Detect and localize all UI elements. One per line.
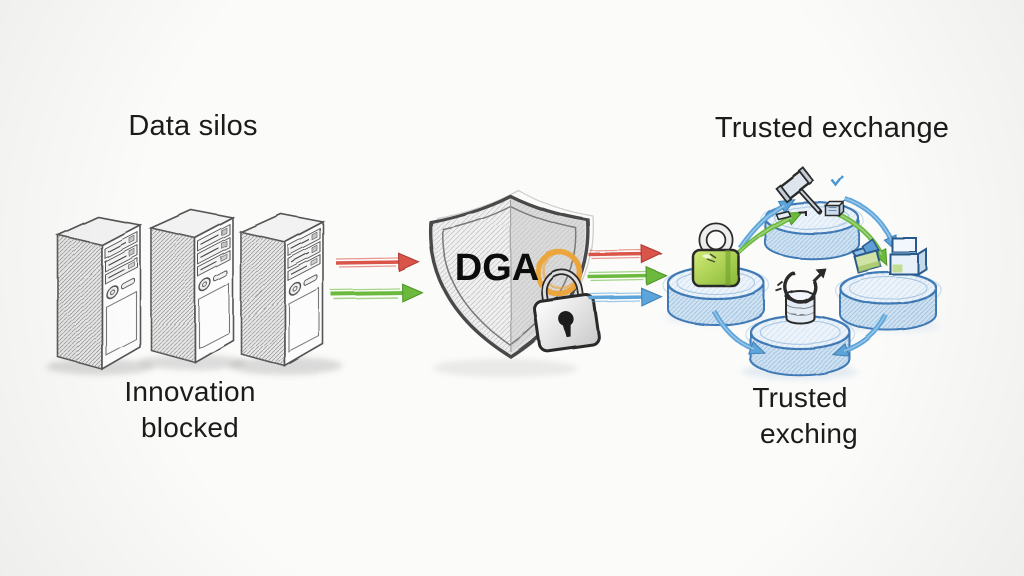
server-tower-icon	[240, 213, 324, 367]
data-silos-label: Data silos	[128, 110, 258, 142]
green-padlock-icon	[691, 222, 741, 288]
gavel-icon	[774, 166, 846, 220]
innovation-blocked-line2: blocked	[141, 412, 239, 443]
arrow-blue-right-to-bottom	[844, 313, 889, 351]
platform-data-service	[744, 314, 856, 377]
arrow-blue-left-to-bottom	[711, 309, 754, 349]
platform-data-products	[833, 270, 943, 332]
server-towers-icon	[46, 209, 343, 375]
trusted-exching-line2: exching	[760, 418, 858, 449]
orange-ring-icon	[535, 249, 583, 297]
trusted-exching-line1: Trusted	[752, 382, 848, 413]
open-boxes-icon	[850, 237, 927, 276]
innovation-blocked-label: Innovation blocked	[75, 374, 305, 446]
arrow-green-silos-to-shield	[329, 289, 406, 299]
trusted-exching-label: Trusted exching	[690, 380, 910, 452]
server-tower-icon	[57, 216, 141, 370]
arrow-blue-top-to-right	[844, 196, 891, 240]
arrow-blue-shield-to-exchange	[588, 293, 645, 302]
arrow-blue-left-to-top	[737, 205, 784, 250]
arrow-red-silos-to-shield	[335, 258, 402, 267]
arrow-red-shield-to-exchange	[588, 250, 645, 259]
innovation-blocked-line1: Innovation	[124, 376, 256, 407]
trusted-exchange-label: Trusted exchange	[714, 112, 950, 144]
exchange-cycle	[661, 166, 943, 380]
database-sync-icon	[775, 268, 826, 324]
arrow-green-shield-to-exchange	[587, 272, 650, 281]
shield-icon	[428, 189, 595, 377]
server-tower-icon	[150, 209, 234, 363]
padlock-icon	[533, 269, 601, 353]
dga-shield-label: DGA	[454, 247, 540, 289]
